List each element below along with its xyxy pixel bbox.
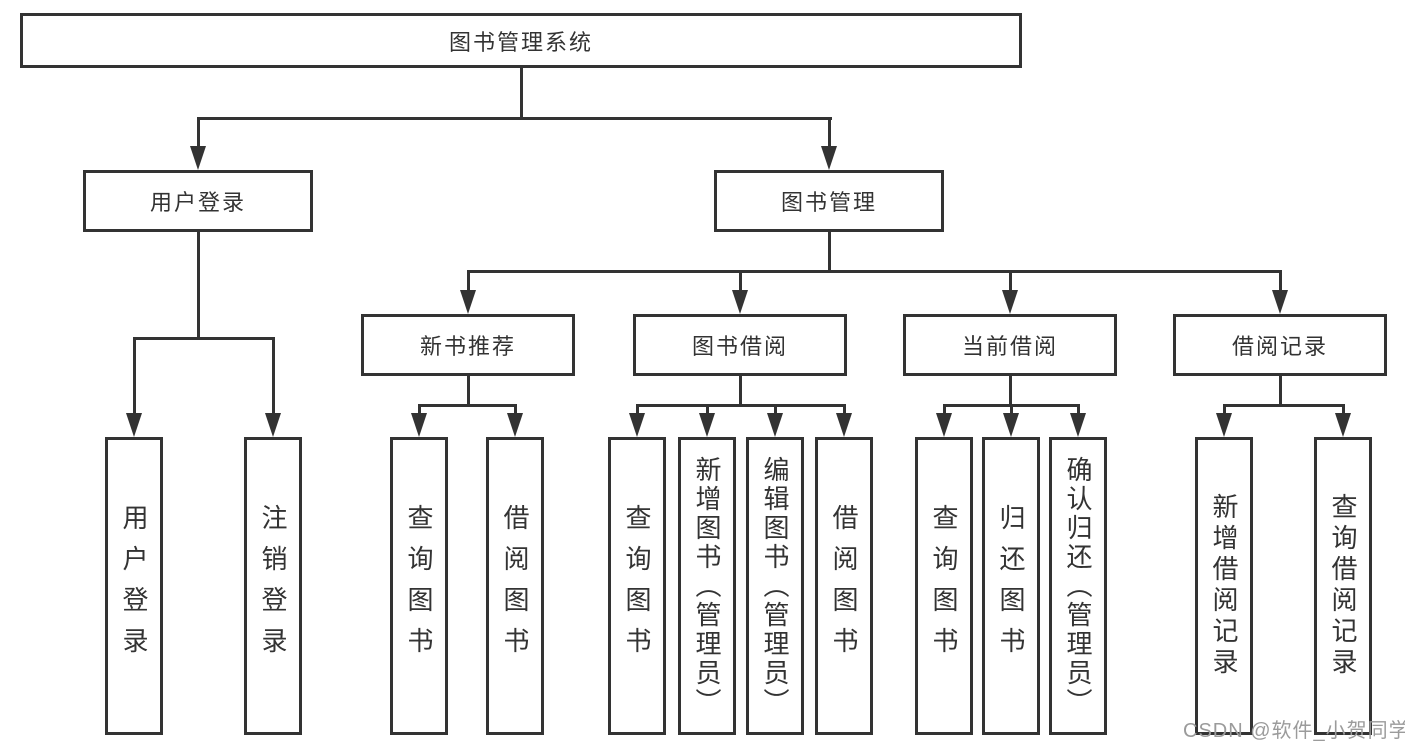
node-leaf-confirm-return-admin: 确认归还（管理员） xyxy=(1049,437,1107,735)
connector-rail xyxy=(636,404,846,407)
connector-drop xyxy=(843,404,846,417)
connector-drop xyxy=(1223,404,1226,417)
node-system-root: 图书管理系统 xyxy=(20,13,1022,68)
connector-drop xyxy=(739,270,742,295)
connector-rail xyxy=(418,404,517,407)
node-label: 用户登录 xyxy=(119,504,149,668)
arrowhead xyxy=(1272,290,1288,314)
connector-drop xyxy=(133,337,136,417)
arrowhead xyxy=(1335,413,1351,437)
arrowhead xyxy=(821,146,837,170)
node-label: 用户登录 xyxy=(149,190,246,215)
connector-drop xyxy=(706,404,709,417)
arrowhead xyxy=(1216,413,1232,437)
node-label: 新书推荐 xyxy=(419,334,516,359)
arrowhead xyxy=(265,413,281,437)
arrowhead xyxy=(507,413,523,437)
watermark: CSDN @软件_小贺同学 xyxy=(1183,720,1405,742)
connector-drop xyxy=(467,270,470,295)
connector-rail xyxy=(133,337,275,340)
node-book-management-group: 图书管理 xyxy=(714,170,944,232)
node-leaf-query-borrow-record: 查询借阅记录 xyxy=(1314,437,1372,735)
connector-rail xyxy=(1223,404,1345,407)
connector-drop xyxy=(1009,270,1012,295)
connector-drop xyxy=(514,404,517,417)
node-label: 图书借阅 xyxy=(691,334,788,359)
arrowhead xyxy=(629,413,645,437)
node-label: 编辑图书（管理员） xyxy=(760,455,790,717)
node-label: 借阅记录 xyxy=(1231,334,1328,359)
connector-drop xyxy=(828,117,831,152)
connector-drop xyxy=(943,404,946,417)
node-label: 查询借阅记录 xyxy=(1328,493,1358,679)
node-label: 查询图书 xyxy=(929,504,959,668)
node-leaf-query-books-current: 查询图书 xyxy=(915,437,973,735)
node-borrow-records: 借阅记录 xyxy=(1173,314,1387,376)
arrowhead xyxy=(126,413,142,437)
node-book-borrow: 图书借阅 xyxy=(633,314,847,376)
connector-root-rail xyxy=(197,117,832,120)
connector-drop xyxy=(774,404,777,417)
node-label: 归还图书 xyxy=(996,504,1026,668)
node-label: 确认归还（管理员） xyxy=(1063,455,1093,717)
node-label: 当前借阅 xyxy=(961,334,1058,359)
connector-drop xyxy=(197,117,200,152)
connector-drop xyxy=(418,404,421,417)
node-leaf-query-books-borrow: 查询图书 xyxy=(608,437,666,735)
arrowhead xyxy=(1002,290,1018,314)
connector-drop xyxy=(1077,404,1080,417)
node-leaf-user-login: 用户登录 xyxy=(105,437,163,735)
arrowhead xyxy=(836,413,852,437)
connector-root-stub xyxy=(520,68,523,118)
node-user-login-group: 用户登录 xyxy=(83,170,313,232)
node-label: 图书管理系统 xyxy=(448,29,593,55)
connector-stub xyxy=(828,232,831,273)
node-leaf-add-borrow-record: 新增借阅记录 xyxy=(1195,437,1253,735)
connector-drop xyxy=(1010,404,1013,417)
node-leaf-query-books-recommend: 查询图书 xyxy=(390,437,448,735)
node-current-borrow: 当前借阅 xyxy=(903,314,1117,376)
arrowhead xyxy=(699,413,715,437)
node-label: 新增图书（管理员） xyxy=(692,455,722,717)
node-label: 查询图书 xyxy=(404,504,434,668)
node-label: 查询图书 xyxy=(622,504,652,668)
node-leaf-logout: 注销登录 xyxy=(244,437,302,735)
arrowhead xyxy=(190,146,206,170)
node-leaf-edit-books-admin: 编辑图书（管理员） xyxy=(746,437,804,735)
arrowhead xyxy=(767,413,783,437)
connector-drop xyxy=(272,337,275,417)
connector-stub xyxy=(467,376,470,407)
arrowhead xyxy=(1070,413,1086,437)
node-label: 借阅图书 xyxy=(500,504,530,668)
node-leaf-return-books: 归还图书 xyxy=(982,437,1040,735)
arrowhead xyxy=(936,413,952,437)
node-leaf-add-books-admin: 新增图书（管理员） xyxy=(678,437,736,735)
arrowhead xyxy=(460,290,476,314)
node-label: 图书管理 xyxy=(780,190,877,215)
connector-drop xyxy=(1342,404,1345,417)
connector-drop xyxy=(1279,270,1282,295)
connector-stub xyxy=(739,376,742,407)
node-leaf-borrow-books-recommend: 借阅图书 xyxy=(486,437,544,735)
connector-stub xyxy=(1279,376,1282,407)
arrowhead xyxy=(1003,413,1019,437)
arrowhead xyxy=(411,413,427,437)
node-label: 注销登录 xyxy=(258,504,288,668)
node-label: 新增借阅记录 xyxy=(1209,493,1239,679)
arrowhead xyxy=(732,290,748,314)
connector-drop xyxy=(636,404,639,417)
connector-rail xyxy=(467,270,1282,273)
node-label: 借阅图书 xyxy=(829,504,859,668)
connector-stub xyxy=(197,232,200,340)
node-leaf-borrow-books: 借阅图书 xyxy=(815,437,873,735)
connector-stub xyxy=(1009,376,1012,407)
node-new-book-recommend: 新书推荐 xyxy=(361,314,575,376)
